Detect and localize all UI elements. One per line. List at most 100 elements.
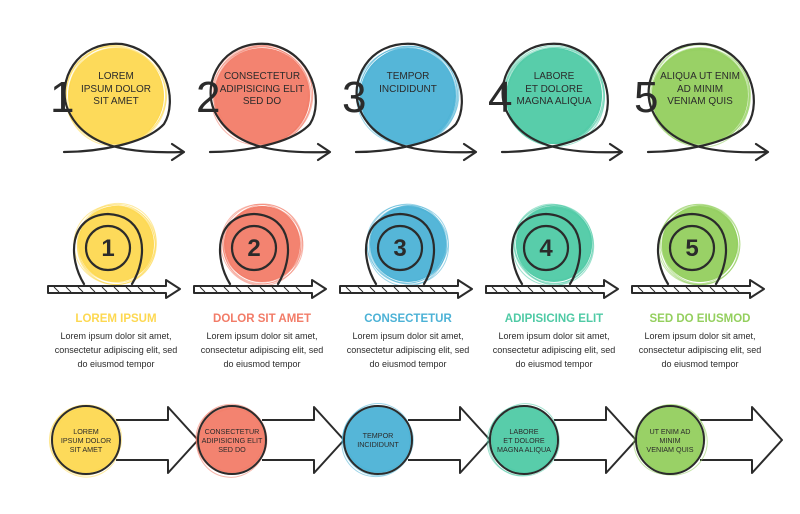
ribbon-hatch bbox=[661, 286, 668, 293]
step-2-label-line: CONSECTETUR bbox=[223, 71, 301, 82]
step-4-label-line: ET DOLORE bbox=[525, 83, 583, 95]
pin-number: 5 bbox=[685, 235, 698, 262]
step-4-short-label-line: ET DOLORE bbox=[503, 436, 545, 445]
ribbon-hatch bbox=[527, 286, 534, 293]
step-2-label-line: ADIPISICING ELIT bbox=[219, 83, 305, 95]
step-4-description: Lorem ipsum dolor sit amet,consectetur a… bbox=[484, 330, 624, 372]
loop-arrow-line bbox=[500, 42, 622, 154]
arrow-head-icon bbox=[608, 142, 624, 162]
step-5-short-label-line: UT ENIM AD bbox=[649, 427, 691, 436]
circle-outline bbox=[635, 405, 705, 475]
scribble-stroke bbox=[661, 204, 741, 286]
ribbon-arrow-icon bbox=[339, 279, 473, 299]
ribbon-hatch bbox=[357, 286, 364, 293]
ribbon-hatch bbox=[721, 286, 728, 293]
ribbon-arrow-icon bbox=[193, 279, 327, 299]
arrow-head-icon bbox=[462, 142, 478, 162]
color-blob bbox=[506, 48, 602, 144]
arrow-head-icon bbox=[170, 142, 186, 162]
description-line: consectetur adipiscing elit, sed bbox=[346, 344, 470, 355]
step-2-arrow-circle bbox=[195, 403, 345, 478]
ribbon-arrow-icon bbox=[631, 279, 765, 299]
block-arrow-icon bbox=[700, 406, 783, 474]
step-1-heading: LOREM IPSUM bbox=[75, 313, 157, 325]
description-line: Lorem ipsum dolor sit amet, bbox=[644, 331, 756, 341]
step-4-label-line: MAGNA ALIQUA bbox=[516, 96, 592, 107]
step-4-loop-circle: 4 bbox=[488, 42, 624, 162]
step-5-label-line: AD MINIM bbox=[676, 83, 724, 95]
scribble-stroke bbox=[65, 45, 164, 147]
step-1-short-label-line: SIT AMET bbox=[69, 445, 103, 454]
step-1-label-line: LOREM bbox=[98, 71, 134, 82]
ribbon-hatch bbox=[491, 286, 498, 293]
ribbon-hatch bbox=[65, 286, 72, 293]
ribbon-hatch bbox=[89, 286, 96, 293]
scribble-stroke bbox=[76, 205, 157, 285]
color-blob bbox=[199, 407, 265, 473]
ribbon-hatch bbox=[709, 286, 716, 293]
color-blob bbox=[214, 48, 310, 144]
step-3-short-label-line: TEMPOR bbox=[362, 431, 394, 440]
loop-arrow-line bbox=[208, 42, 330, 154]
pin-number: 3 bbox=[393, 235, 406, 262]
pin-outer-loop bbox=[218, 212, 290, 286]
scribble-stroke bbox=[504, 48, 605, 147]
step-1-loop-circle: 1 bbox=[50, 42, 186, 162]
ribbon-hatch bbox=[125, 286, 132, 293]
ribbon-hatch bbox=[369, 286, 376, 293]
ribbon-hatch bbox=[77, 286, 84, 293]
step-4-heading: ADIPISICING ELIT bbox=[504, 313, 604, 325]
ribbon-hatch bbox=[211, 286, 218, 293]
scribble-stroke bbox=[515, 204, 595, 286]
step-5-description: Lorem ipsum dolor sit amet, consectetur a… bbox=[630, 330, 770, 372]
ribbon-hatch bbox=[697, 286, 704, 293]
ribbon-hatch bbox=[405, 286, 412, 293]
step-1-short-label-line: IPSUM DOLOR bbox=[60, 436, 112, 445]
step-4-label-line: LABORE bbox=[533, 71, 575, 82]
ribbon-hatch bbox=[551, 286, 558, 293]
ribbon-hatch bbox=[733, 286, 740, 293]
step-5-loop-circle: 5 bbox=[634, 42, 770, 162]
step-2-description: Lorem ipsum dolor sit amet,consectetur a… bbox=[192, 330, 332, 372]
ribbon-hatch bbox=[259, 286, 266, 293]
step-5-heading: SED DO EIUSMOD bbox=[649, 313, 751, 325]
step-2-loop-circle: 2 bbox=[196, 42, 332, 162]
step-3-arrow-circle bbox=[341, 403, 491, 478]
ribbon-hatch bbox=[345, 286, 352, 293]
loop-arrow-line bbox=[62, 42, 184, 154]
description-line: consectetur adipiscing elit, sed bbox=[638, 344, 762, 355]
step-2-heading: DOLOR SIT AMET bbox=[213, 313, 311, 325]
ribbon-hatch bbox=[637, 286, 644, 293]
step-5-short-label-line: MINIM bbox=[659, 436, 681, 445]
color-blob bbox=[345, 407, 411, 473]
description-line: do eiusmod tempor bbox=[223, 358, 301, 369]
pin-outer-loop bbox=[72, 212, 144, 286]
description-line: consectetur adipiscing elit, sed bbox=[200, 344, 324, 355]
pin-inner-ring bbox=[230, 224, 278, 272]
step-5-arrow-circle bbox=[633, 404, 783, 476]
step-2-label-line: SED DO bbox=[242, 96, 282, 107]
step-2-short-label-line: ADIPISICING ELIT bbox=[201, 436, 263, 445]
color-blob bbox=[652, 48, 748, 144]
ribbon-arrow-icon bbox=[485, 279, 619, 299]
description-line: do eiusmod tempor bbox=[77, 358, 155, 369]
block-arrow-icon bbox=[262, 406, 345, 474]
step-4-short-label-line: MAGNA ALIQUA bbox=[497, 445, 551, 454]
ribbon-hatch bbox=[575, 286, 582, 293]
step-3-heading: CONSECTETUR bbox=[364, 313, 452, 325]
pin-outer-loop bbox=[510, 212, 582, 286]
scribble-stroke bbox=[210, 46, 311, 146]
scribble-stroke bbox=[368, 207, 448, 284]
ribbon-hatch bbox=[199, 286, 206, 293]
ribbon-hatch bbox=[235, 286, 242, 293]
pin-outer-loop bbox=[364, 212, 436, 286]
step-5-label-line: ALIQUA UT ENIM bbox=[660, 71, 740, 82]
loop-arrow-line bbox=[646, 42, 768, 154]
